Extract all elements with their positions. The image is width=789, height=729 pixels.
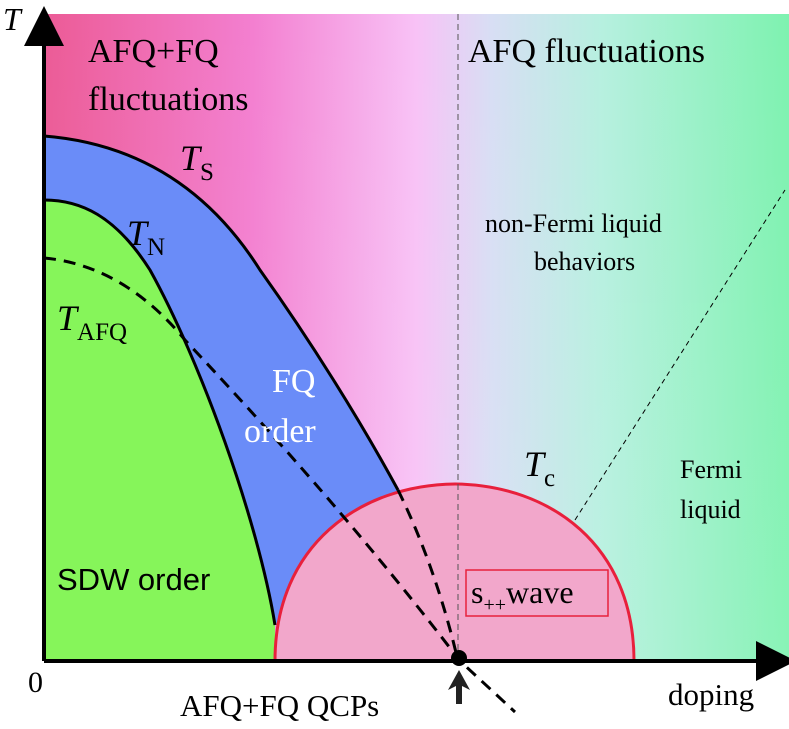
nfl-label-line2: behaviors	[534, 247, 635, 276]
ts-dashed-extension	[396, 489, 460, 662]
y-axis-label: T	[3, 1, 23, 37]
fermi-liquid-crossover-line	[574, 189, 786, 521]
fermi-liquid-label-line2: liquid	[680, 495, 741, 524]
x-axis-label: doping	[668, 677, 754, 712]
tn-curve	[43, 198, 277, 626]
nfl-label-line1: non-Fermi liquid	[485, 209, 662, 238]
afq-fq-fluctuations-label-line1: AFQ+FQ	[88, 33, 219, 70]
fermi-liquid-label-line1: Fermi	[680, 455, 742, 484]
sdw-order-region	[44, 200, 275, 661]
fq-order-label-line1: FQ	[272, 363, 315, 400]
afq-fluctuations-label: AFQ fluctuations	[468, 33, 705, 70]
tc-curve	[273, 482, 636, 662]
ts-curve	[43, 134, 400, 491]
tc-label: Tc	[524, 444, 555, 492]
origin-label: 0	[28, 666, 43, 699]
qcp-point	[451, 650, 467, 666]
tafq-label: TAFQ	[57, 298, 127, 346]
ts-label: TS	[180, 138, 214, 186]
qcp-arrow	[448, 670, 470, 704]
sdw-order-label: SDW order	[57, 562, 210, 597]
qcp-label: AFQ+FQ QCPs	[180, 688, 379, 723]
tn-label: TN	[127, 213, 165, 261]
tafq-dashed-curve	[43, 256, 517, 714]
s-wave-label: s++wave	[471, 574, 574, 616]
afq-fq-fluctuations-label-line2: fluctuations	[88, 81, 249, 118]
s-wave-box	[465, 569, 609, 617]
fq-order-label-line2: order	[244, 413, 316, 450]
